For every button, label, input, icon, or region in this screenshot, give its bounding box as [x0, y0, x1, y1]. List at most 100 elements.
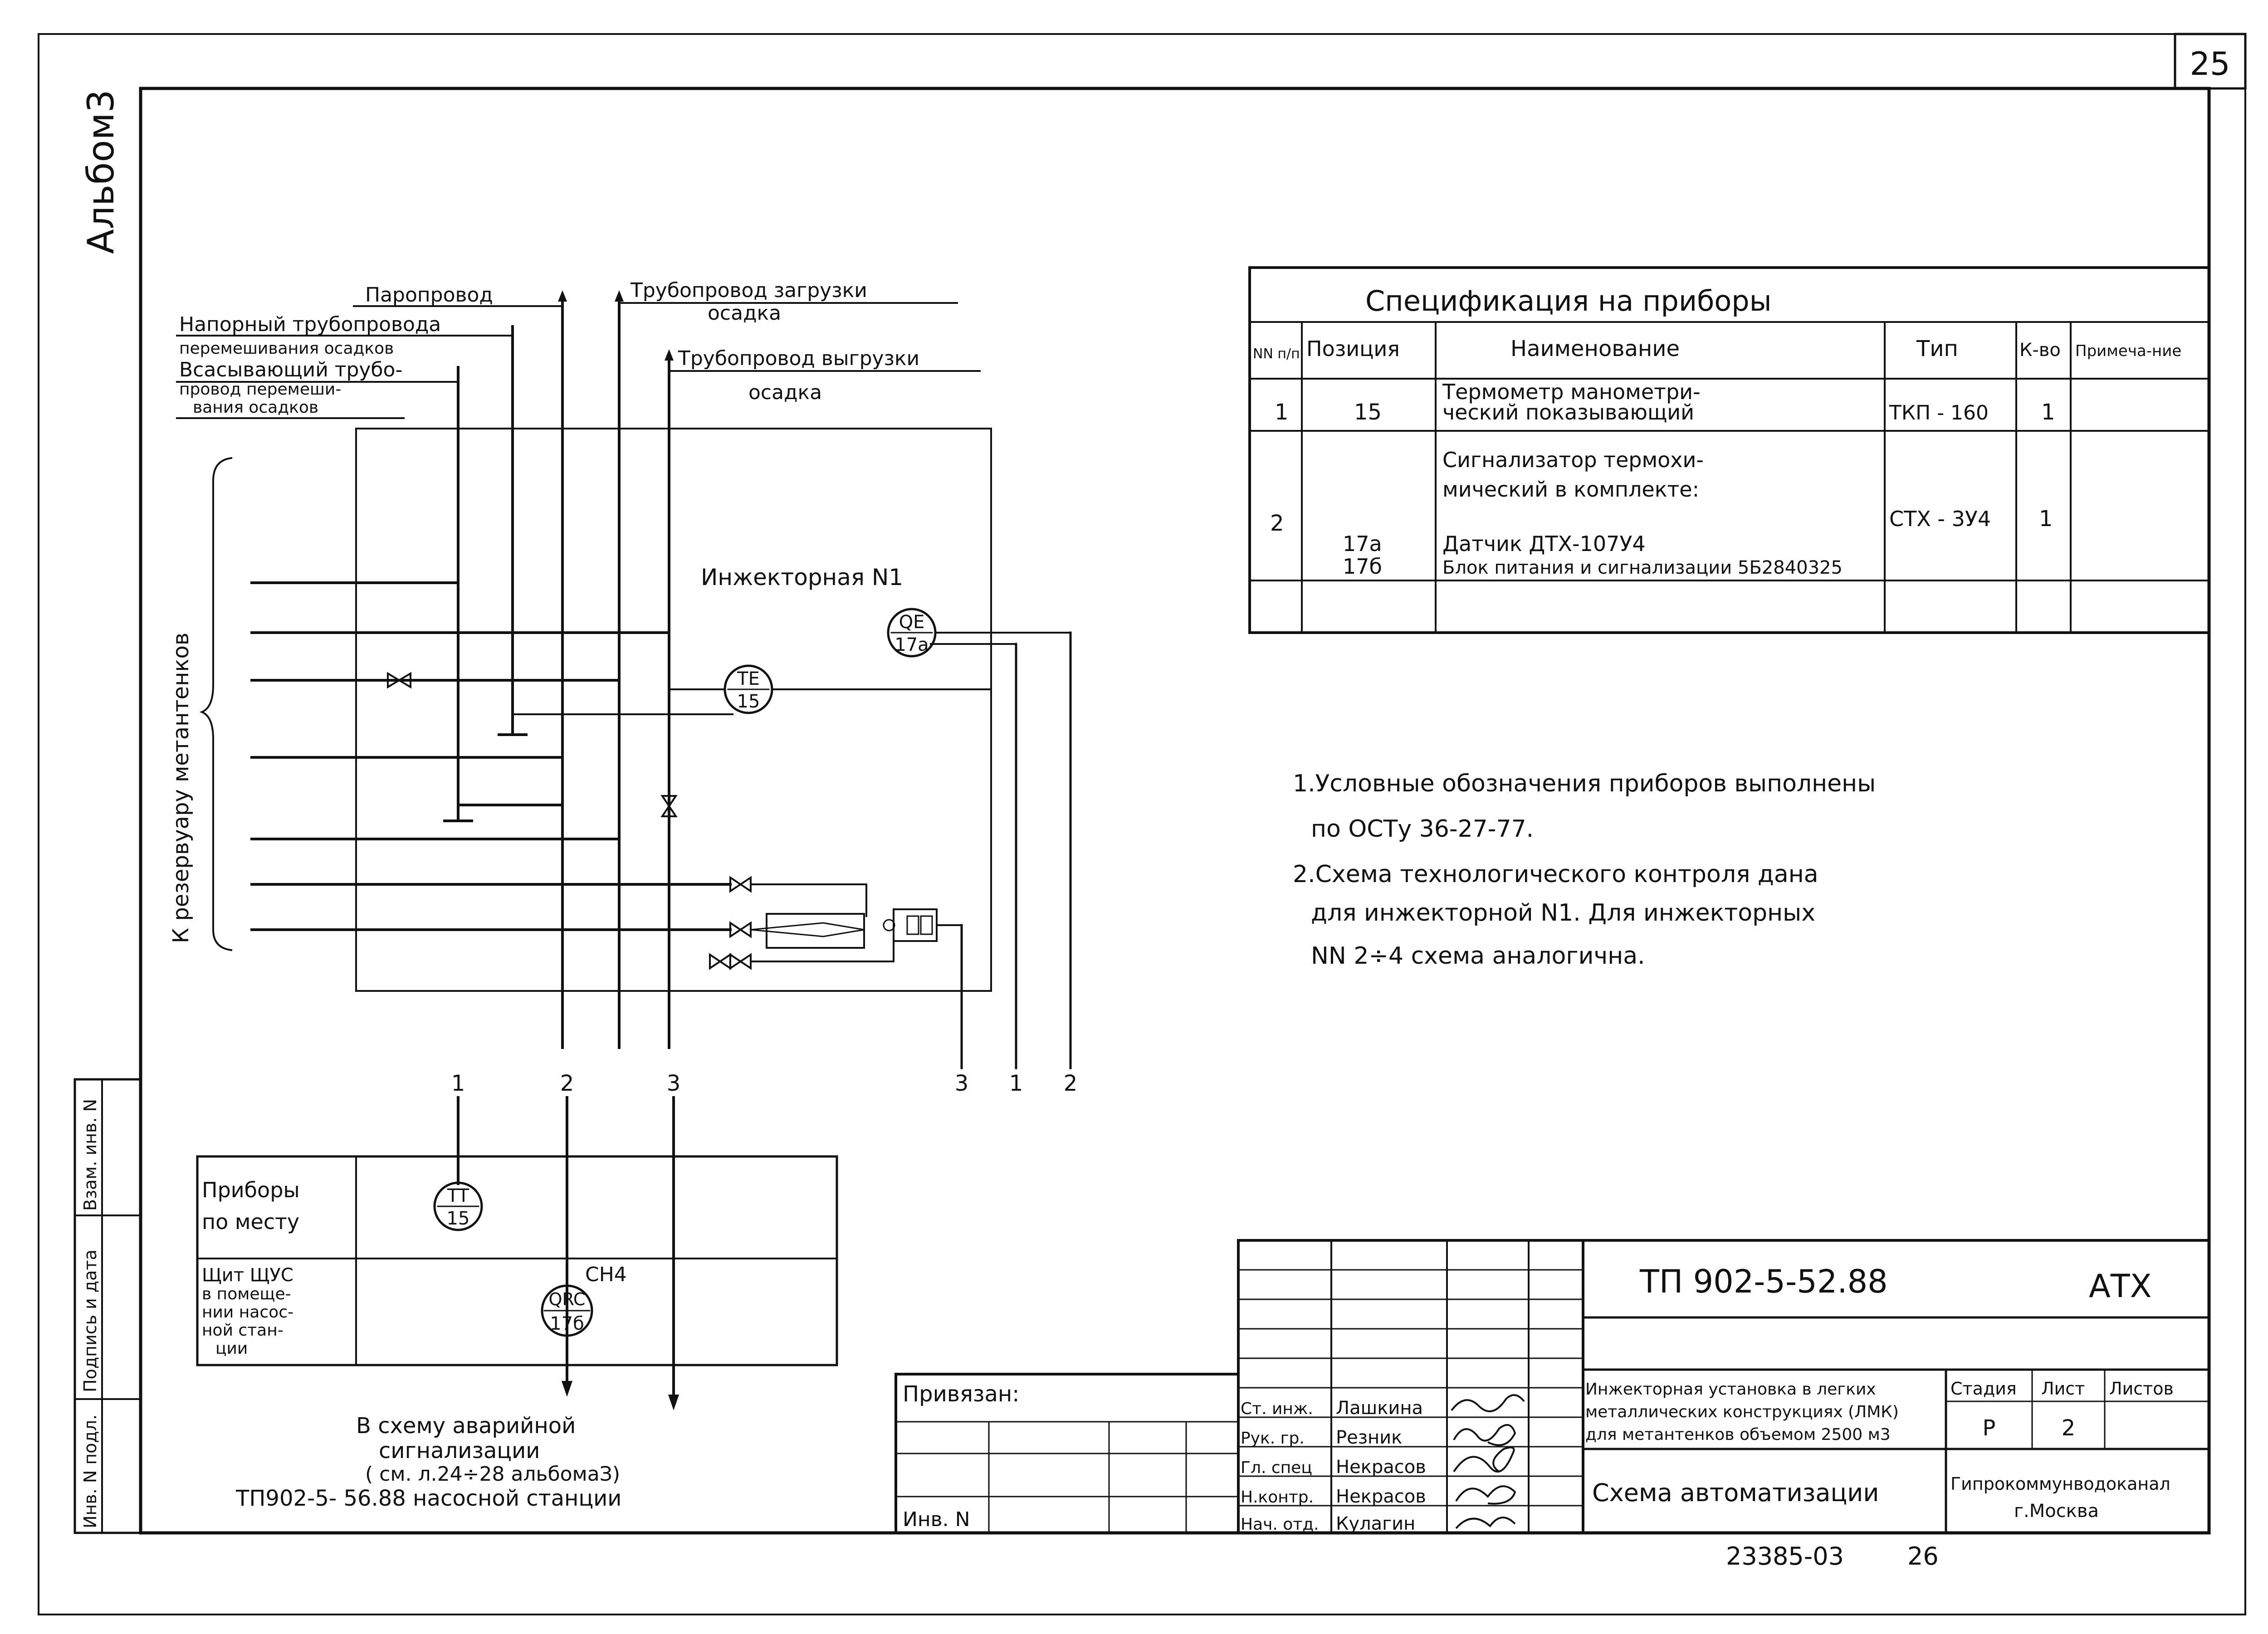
svg-text:Некрасов: Некрасов — [1336, 1457, 1426, 1478]
stamp-replace-inv: Взам. инв. N — [80, 1099, 100, 1211]
svg-text:Кулагин: Кулагин — [1336, 1513, 1415, 1534]
svg-text:( см. л.24÷28 альбомаЗ): ( см. л.24÷28 альбомаЗ) — [365, 1463, 620, 1486]
valve — [387, 672, 411, 689]
inv-label: Инв. N — [903, 1508, 970, 1531]
svg-text:17б: 17б — [1343, 554, 1382, 579]
svg-text:1.Условные обозначения прибо: 1.Условные обозначения приборов выполнен… — [1293, 770, 1876, 797]
svg-text:15: 15 — [737, 691, 760, 712]
label-sludge-load-2: осадка — [708, 302, 781, 325]
instrument-qrc — [541, 1284, 593, 1337]
doc-mark: АТХ — [2089, 1268, 2152, 1305]
label-steam-pipe: Паропровод — [365, 283, 493, 307]
spec-title: Спецификация на приборы — [1365, 284, 1772, 317]
valve — [660, 795, 678, 817]
svg-text:2: 2 — [1270, 511, 1284, 536]
line-num: 3 — [667, 1071, 681, 1096]
svg-text:сигнализации: сигнализации — [379, 1438, 540, 1463]
side-brace — [199, 457, 233, 951]
linked-label: Привязан: — [903, 1381, 1019, 1407]
inner-frame — [139, 87, 2211, 1535]
spec-table: Спецификация на приборы NN п/п Позиция Н… — [1248, 266, 2210, 634]
sensor-housing — [893, 908, 938, 942]
archive-page: 26 — [1907, 1542, 1939, 1571]
line-num: 1 — [1009, 1071, 1023, 1096]
instrument-tt — [433, 1181, 483, 1231]
line-num: 1 — [451, 1071, 465, 1096]
line-num: 2 — [560, 1071, 574, 1096]
svg-text:2: 2 — [2062, 1415, 2076, 1441]
svg-text:Стадия: Стадия — [1950, 1379, 2017, 1399]
svg-text:металлических конструкциях (ЛМ: металлических конструкциях (ЛМК) — [1585, 1403, 1899, 1421]
side-label: К резервуару метантенков — [168, 633, 194, 943]
label-sludge-unload-2: осадка — [748, 381, 822, 404]
svg-text:Гл. спец: Гл. спец — [1241, 1458, 1312, 1477]
svg-text:1: 1 — [2039, 506, 2053, 532]
process-diagram: Инжекторная N1 К резервуару метантенков — [168, 290, 1077, 1511]
label-suction-3: вания осадков — [193, 398, 318, 417]
title-block: Привязан: Инв. N Ст. инж. Рук. гр. Гл. с… — [894, 1239, 2210, 1571]
notes: 1.Условные обозначения приборов выполнен… — [1293, 770, 1876, 970]
label-suction-1: Всасывающий трубо- — [179, 358, 402, 381]
svg-text:15: 15 — [1354, 400, 1382, 425]
svg-text:Сигнализатор термохи-: Сигнализатор термохи- — [1442, 448, 1704, 472]
svg-text:Гипрокоммунводоканал: Гипрокоммунводоканал — [1950, 1474, 2170, 1494]
svg-text:17б: 17б — [550, 1313, 584, 1334]
injector-body — [766, 913, 865, 949]
stamp-signature-date: Подпись и дата — [80, 1249, 100, 1392]
valve — [709, 953, 731, 970]
valve — [729, 876, 752, 893]
loc-local-2: по месту — [202, 1210, 299, 1234]
svg-text:Примеча-ние: Примеча-ние — [2075, 342, 2181, 360]
svg-text:Резник: Резник — [1336, 1427, 1402, 1448]
line-num: 3 — [955, 1071, 969, 1096]
svg-text:для инжекторной N1. Для инже: для инжекторной N1. Для инжекторных — [1311, 899, 1815, 927]
svg-text:Лашкина: Лашкина — [1336, 1398, 1423, 1419]
svg-text:СТХ - 3У4: СТХ - 3У4 — [1889, 507, 1991, 531]
drawing-title: Схема автоматизации — [1592, 1478, 1879, 1507]
svg-text:мический в комплекте:: мический в комплекте: — [1442, 477, 1699, 502]
svg-text:Инжекторная установка в легких: Инжекторная установка в легких — [1585, 1380, 1876, 1399]
valve — [729, 953, 752, 970]
svg-text:Рук. гр.: Рук. гр. — [1241, 1429, 1305, 1448]
svg-text:Позиция: Позиция — [1306, 337, 1400, 361]
label-sludge-unload-1: Трубопровод выгрузки — [678, 347, 919, 370]
svg-text:Ст. инж.: Ст. инж. — [1241, 1400, 1313, 1418]
svg-text:ной стан-: ной стан- — [202, 1321, 284, 1340]
archive-number: 23385-03 — [1726, 1542, 1844, 1571]
location-table — [196, 1155, 838, 1366]
svg-text:Датчик ДТХ-107У4: Датчик ДТХ-107У4 — [1442, 532, 1646, 556]
label-suction-2: провод перемеши- — [179, 380, 341, 399]
label-mixing-pressure-2: перемешивания осадков — [179, 339, 394, 358]
svg-text:QE: QE — [899, 612, 925, 633]
svg-text:г.Москва: г.Москва — [2014, 1501, 2099, 1522]
svg-text:Р: Р — [1983, 1415, 1996, 1441]
svg-text:17а: 17а — [1343, 532, 1382, 556]
room-label: Инжекторная N1 — [701, 564, 903, 590]
label-mixing-pressure-1: Напорный трубопровода — [179, 313, 441, 336]
side-stamp: Инв. N подл. Подпись и дата Взам. инв. N — [73, 1078, 142, 1534]
svg-text:нии насос-: нии насос- — [202, 1303, 293, 1322]
svg-text:TT: TT — [447, 1185, 469, 1206]
svg-text:15: 15 — [447, 1208, 470, 1229]
svg-text:Лист: Лист — [2041, 1379, 2085, 1399]
svg-text:TE: TE — [737, 668, 760, 689]
svg-text:Щит ЩУС: Щит ЩУС — [202, 1265, 293, 1286]
svg-text:QRC: QRC — [549, 1289, 586, 1309]
svg-text:NN 2÷4 схема аналогична.: NN 2÷4 схема аналогична. — [1311, 942, 1645, 970]
pipeline-labels: Паропровод Трубопровод загрузки осадка Н… — [176, 279, 981, 419]
svg-text:по ОСТу 36-27-77.: по ОСТу 36-27-77. — [1311, 815, 1534, 843]
svg-text:ческий показывающий: ческий показывающий — [1442, 400, 1694, 424]
valve — [729, 921, 752, 938]
svg-text:К-во: К-во — [2019, 340, 2061, 361]
ch4-label: CH4 — [585, 1263, 627, 1286]
label-sludge-load-1: Трубопровод загрузки — [630, 279, 867, 302]
sheet-number-box — [2174, 33, 2247, 90]
svg-text:Нач. отд.: Нач. отд. — [1241, 1515, 1319, 1534]
svg-text:2.Схема технологического ко: 2.Схема технологического контроля дана — [1293, 861, 1818, 888]
svg-text:для метантенков объемом 2500 м: для метантенков объемом 2500 м3 — [1585, 1425, 1891, 1444]
svg-text:В схему аварийной: В схему аварийной — [356, 1413, 576, 1439]
album-label: Альбом3 — [80, 89, 122, 254]
svg-text:ТП902-5- 56.88 насосной станци: ТП902-5- 56.88 насосной станции — [235, 1486, 622, 1511]
svg-text:Наименование: Наименование — [1510, 336, 1680, 361]
